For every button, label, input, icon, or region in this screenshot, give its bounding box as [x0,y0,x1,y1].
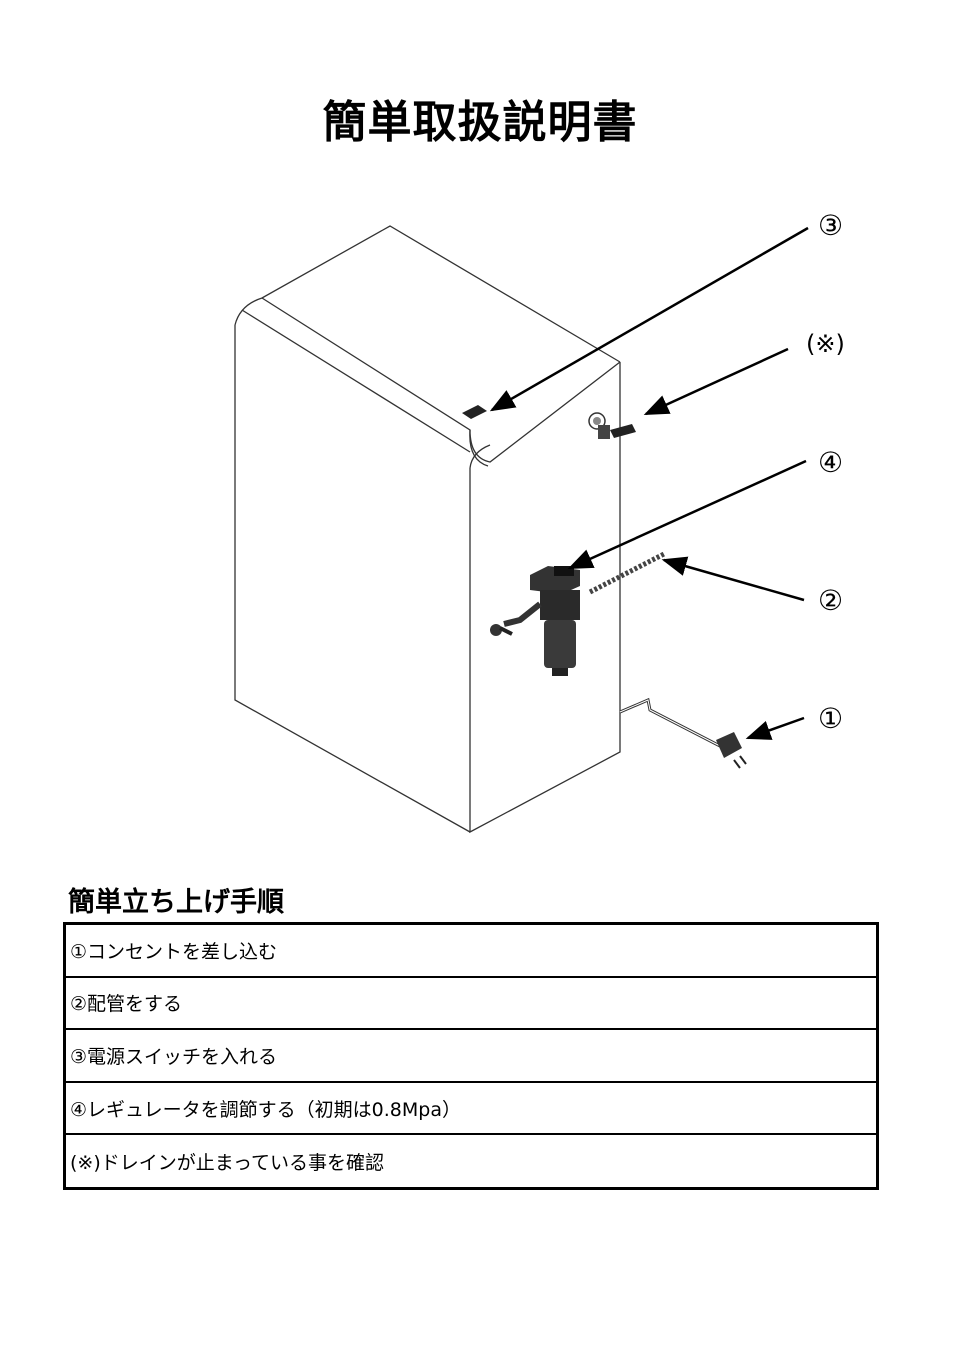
arrow-4 [567,459,807,570]
steps-table: ①コンセントを差し込む ②配管をする ③電源スイッチを入れる ④レギュレータを調… [63,922,879,1190]
document-title: 簡単取扱説明書 [322,97,638,148]
cabinet-outline [234,225,621,834]
arrow-x [643,347,789,416]
device-diagram: ③ (※) ④ ② ① [0,180,960,860]
callout-note: (※) [806,330,845,358]
regulator [490,566,580,676]
arrow-2 [661,556,805,602]
step-row: ①コンセントを差し込む [66,925,876,978]
pipe [588,551,666,595]
step-row: ②配管をする [66,978,876,1031]
step-row: ③電源スイッチを入れる [66,1030,876,1083]
drain-valve [588,412,636,439]
callout-1: ① [818,702,844,735]
callout-4: ④ [818,446,844,479]
callout-2: ② [818,584,844,617]
device-illustration [234,225,809,834]
arrow-1 [745,716,805,740]
section-title: 簡単立ち上げ手順 [68,887,284,918]
power-switch [462,405,487,419]
step-row: (※)ドレインが止まっている事を確認 [70,1152,385,1175]
arrow-3 [489,226,809,412]
power-cord [619,697,747,769]
callout-arrows [489,226,809,740]
step-row: ④レギュレータを調節する（初期は0.8Mpa） [66,1083,876,1136]
callout-3: ③ [818,209,844,242]
